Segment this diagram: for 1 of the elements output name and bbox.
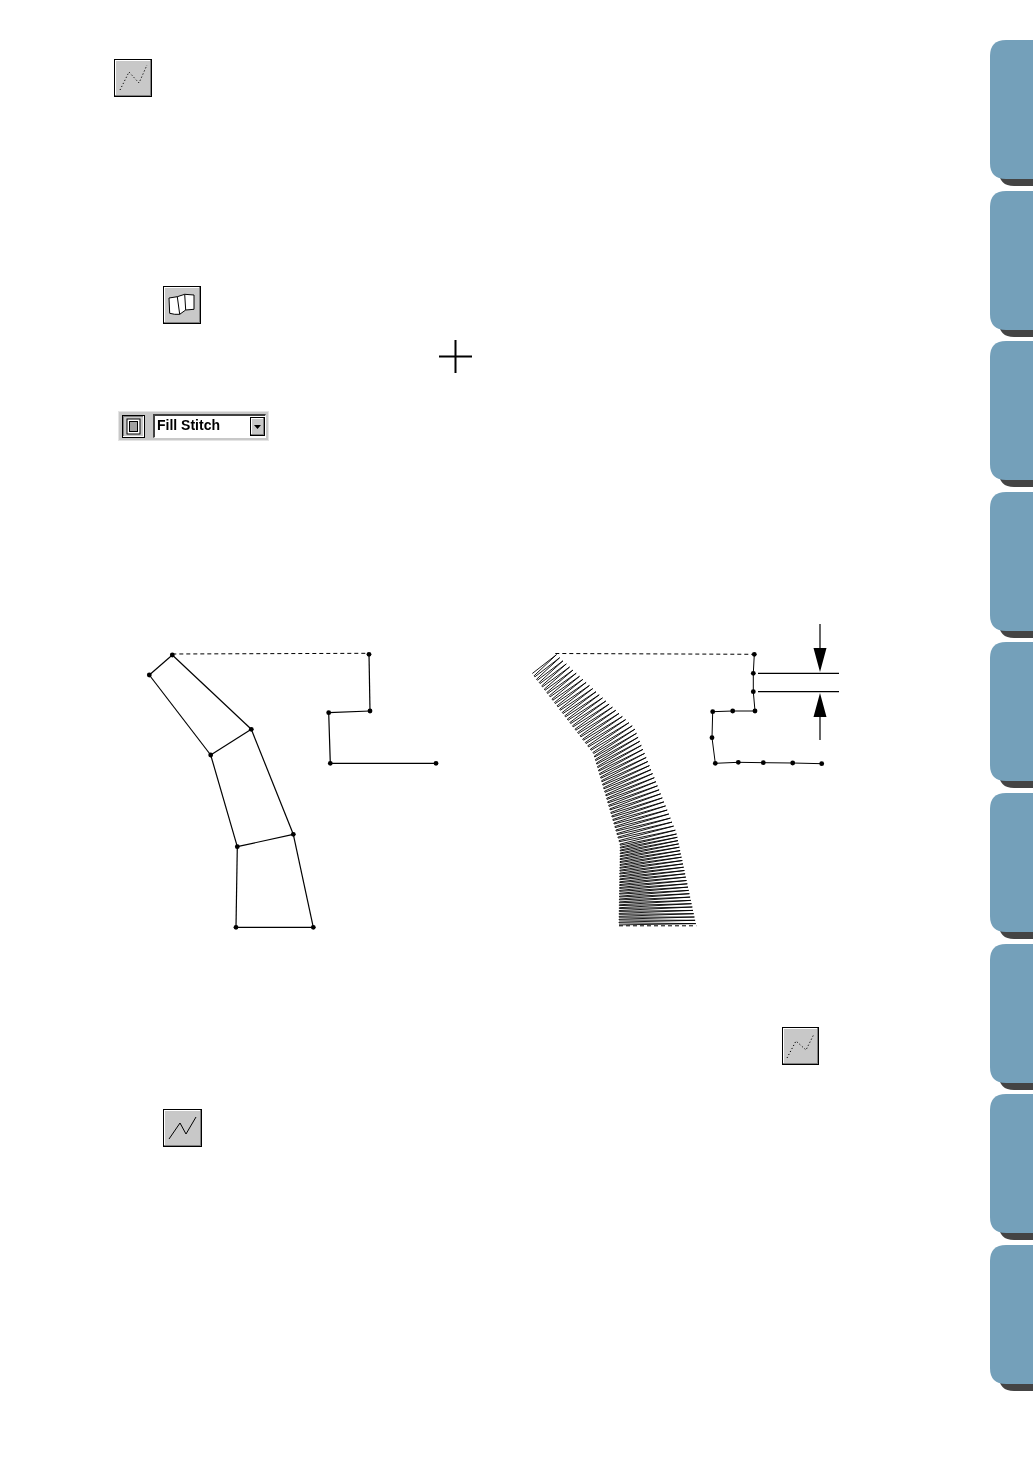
stitch-type-dropdown: Fill Stitch: [153, 414, 266, 438]
